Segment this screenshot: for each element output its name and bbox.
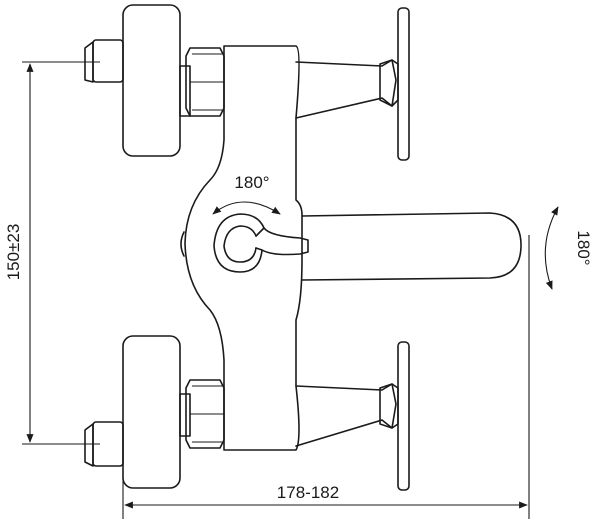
upper-hex-nut	[185, 47, 225, 117]
upper-escutcheon	[122, 4, 181, 157]
lever-ring	[213, 213, 265, 273]
mixing-lever	[213, 213, 309, 273]
lever-rotation-label: 180°	[234, 173, 269, 192]
spout-rotation-annotation: 180°	[544, 206, 593, 290]
spout-rotation-label: 180°	[574, 230, 593, 265]
width-dimension: 178-182	[122, 235, 530, 519]
upper-handle-stem	[295, 59, 397, 119]
lower-handle-disc	[397, 341, 410, 491]
mixer-body	[184, 45, 303, 451]
upper-pipe-body	[92, 39, 124, 83]
height-dimension-label: 150±23	[4, 224, 23, 281]
spout-rotation-arc	[544, 206, 559, 290]
height-dimension: 150±23	[4, 61, 100, 445]
lever-rotation-arc	[212, 201, 281, 215]
lever-ring-inner	[223, 225, 257, 263]
lever-handle	[255, 227, 309, 256]
upper-cross-handle	[295, 7, 410, 161]
mixer-side-boss	[180, 231, 185, 257]
upper-connector-tube	[179, 65, 191, 117]
width-dimension-label: 178-182	[277, 483, 339, 502]
upper-handle-disc	[397, 7, 410, 161]
lever-rotation-annotation: 180°	[212, 173, 281, 215]
lower-wall-connection	[84, 335, 225, 489]
spout	[301, 212, 522, 281]
lower-hex-nut	[185, 379, 225, 449]
upper-wall-connection	[84, 4, 225, 157]
lower-connector-tube	[179, 393, 191, 437]
lower-cross-handle	[295, 341, 410, 491]
upper-pipe-stub	[84, 41, 94, 83]
lower-pipe-stub	[84, 423, 94, 467]
lower-escutcheon	[122, 335, 181, 489]
lower-handle-stem	[295, 383, 397, 447]
